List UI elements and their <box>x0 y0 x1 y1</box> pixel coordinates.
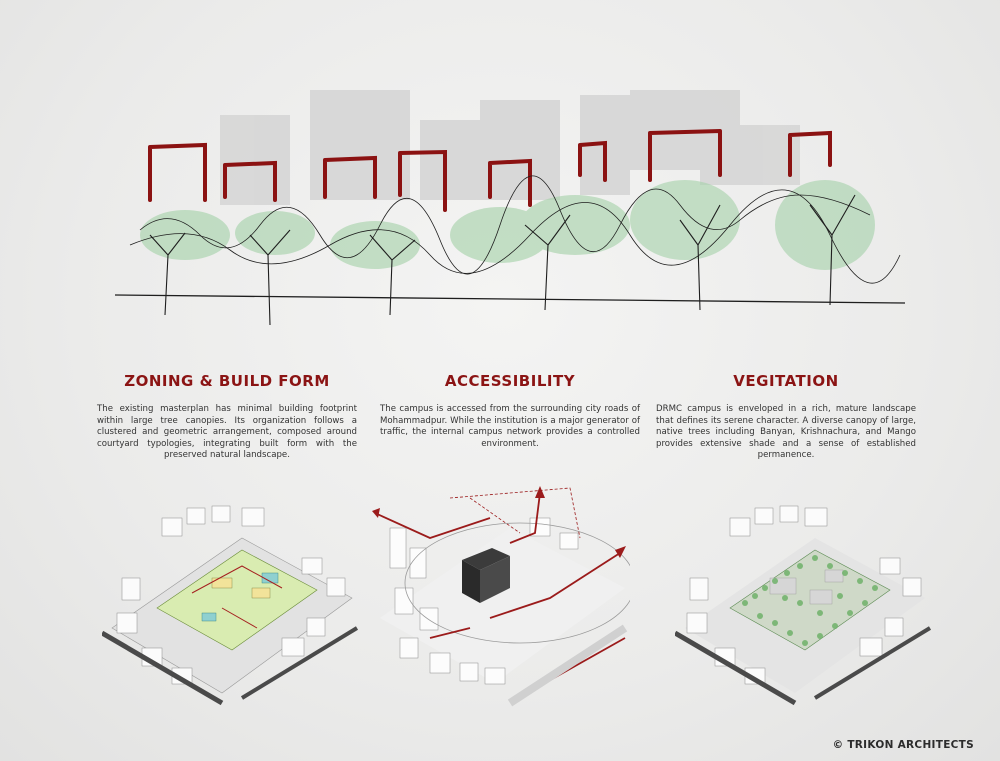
section-sketch <box>114 90 906 326</box>
zoning-title: ZONING & BUILD FORM <box>124 372 330 390</box>
vegetation-title: VEGITATION <box>733 372 839 390</box>
vegetation-text: DRMC campus is enveloped in a rich, matu… <box>656 404 916 461</box>
zoning-text: The existing masterplan has minimal buil… <box>97 404 357 461</box>
accessibility-column: ACCESSIBILITY The campus is accessed fro… <box>380 372 640 450</box>
zoning-axonometric-map <box>102 505 359 706</box>
copyright-credit: © TRIKON ARCHITECTS <box>832 739 974 751</box>
vegetation-axonometric-map <box>675 505 932 706</box>
accessibility-title: ACCESSIBILITY <box>444 372 576 390</box>
zoning-column: ZONING & BUILD FORM The existing masterp… <box>97 372 357 462</box>
accessibility-text: The campus is accessed from the surround… <box>380 404 640 449</box>
accessibility-axonometric-map <box>372 486 630 707</box>
vegetation-column: VEGITATION DRMC campus is enveloped in a… <box>656 372 916 462</box>
